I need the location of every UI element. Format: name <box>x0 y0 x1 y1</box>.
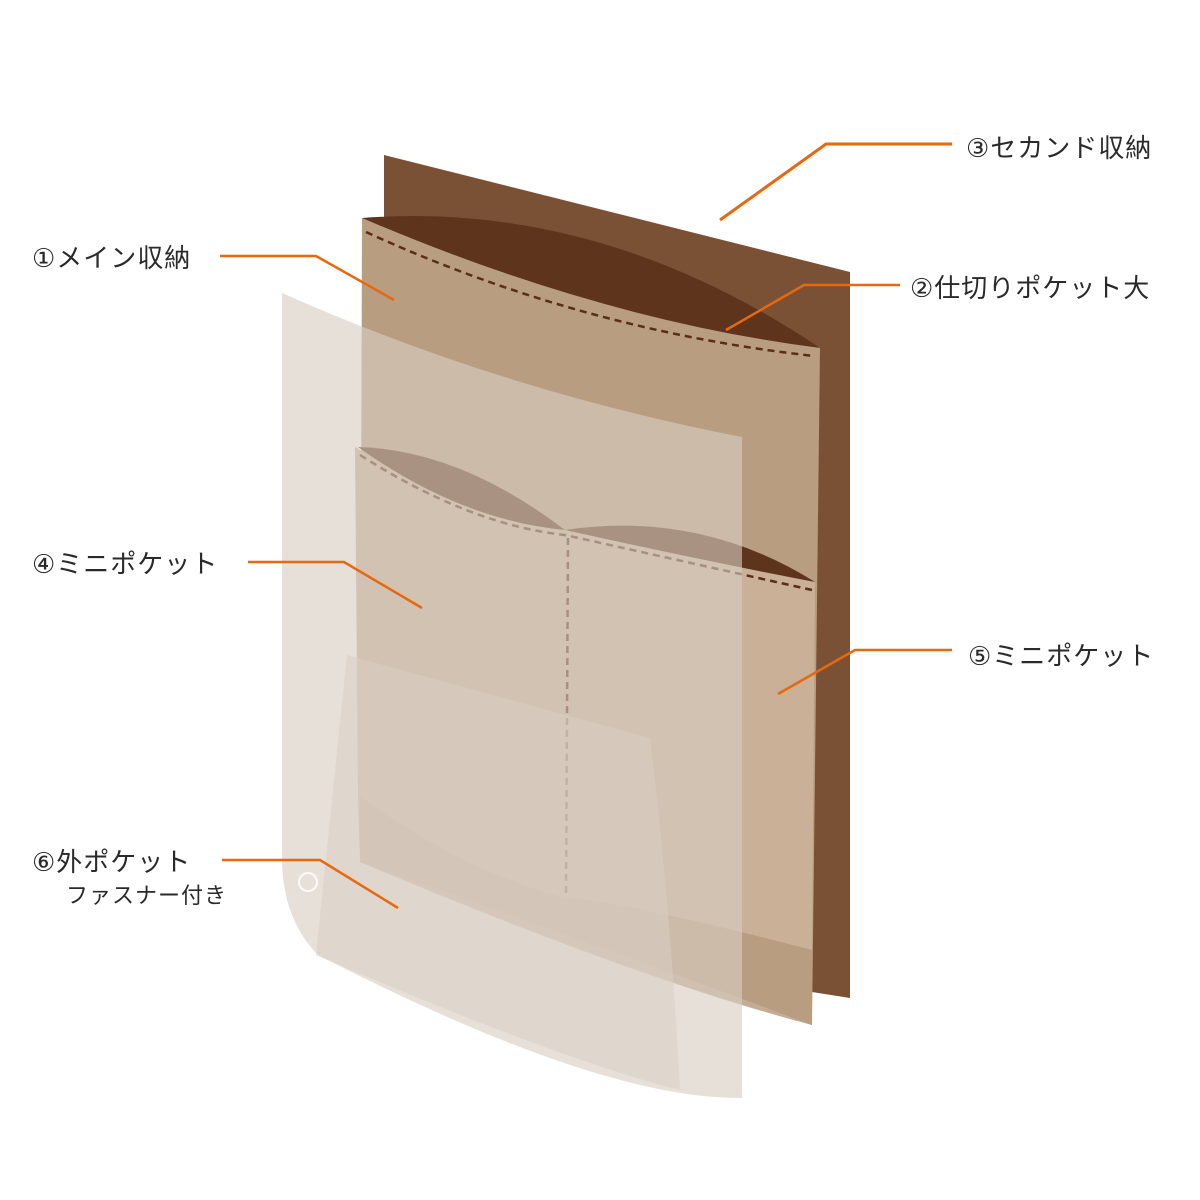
leader-second-storage <box>719 142 952 222</box>
label-main-storage: ①メイン収納 <box>32 244 192 274</box>
divider-pocket-opening <box>362 216 820 348</box>
main-panel-front <box>362 218 820 420</box>
leader-mini-pocket-4 <box>248 560 423 610</box>
leader-outer-pocket <box>222 858 399 910</box>
label-divider-pocket: ②仕切りポケット大 <box>910 274 1151 304</box>
label-second-storage: ③セカンド収納 <box>966 134 1153 164</box>
label-outer-pocket-sub: ファスナー付き <box>66 884 228 909</box>
leader-divider-pocket <box>725 283 900 332</box>
leader-mini-pocket-5 <box>777 648 952 696</box>
label-outer-pocket: ⑥外ポケット <box>32 848 192 878</box>
leader-main-storage <box>220 254 395 302</box>
zipper-pull-icon <box>298 872 318 892</box>
clear-inner-pocket <box>316 655 680 1090</box>
label-mini-pocket-4: ④ミニポケット <box>32 550 219 580</box>
main-stitch <box>365 230 815 358</box>
label-mini-pocket-5: ⑤ミニポケット <box>968 642 1155 672</box>
